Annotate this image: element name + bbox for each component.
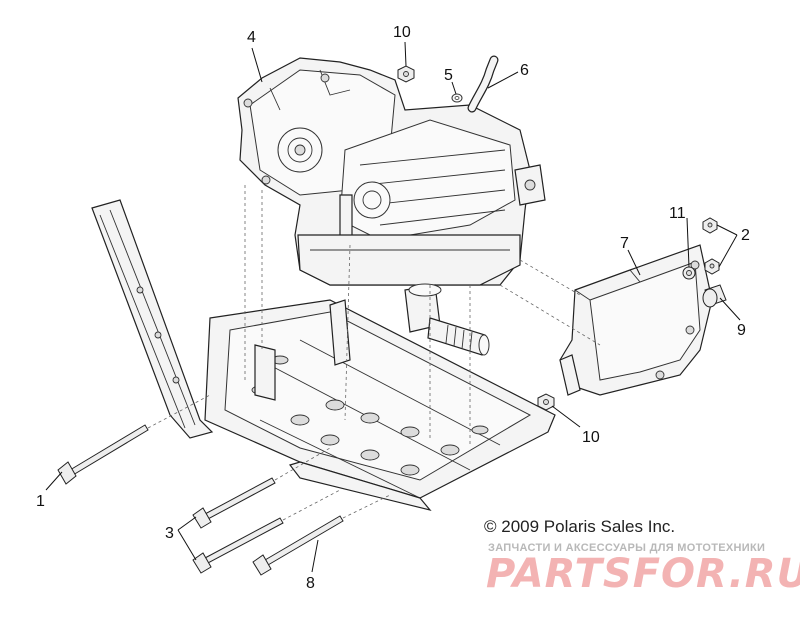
- mount-bracket: [559, 244, 713, 396]
- callout-10-bottom: 10: [582, 429, 600, 446]
- assembly-lines: [147, 185, 601, 521]
- nut-top: [397, 65, 415, 83]
- skid-plate-frame: [204, 299, 556, 512]
- callout-labels: 4 10 5 6 7 11 2 9 10 1 3 8: [36, 24, 750, 592]
- nut-2b: [704, 258, 720, 275]
- spacer-11: [682, 266, 696, 280]
- copyright-text: © 2009 Polaris Sales Inc.: [484, 517, 676, 536]
- leader-lines: [45, 41, 741, 573]
- bolt-3a: [192, 477, 276, 529]
- frame-rail: [91, 199, 214, 439]
- callout-3: 3: [165, 525, 174, 542]
- callout-10-top: 10: [393, 24, 411, 41]
- callout-5: 5: [444, 67, 453, 84]
- callout-1: 1: [36, 493, 45, 510]
- hose-clamp: [451, 93, 463, 103]
- nut-2a: [702, 217, 718, 234]
- callout-11: 11: [669, 205, 686, 222]
- vent-hose: [467, 55, 499, 113]
- bolt-8: [252, 515, 344, 576]
- output-shaft: [404, 283, 490, 356]
- callout-2: 2: [741, 227, 750, 244]
- callout-7: 7: [620, 235, 629, 252]
- watermark-logo: PARTSFOR.RU: [486, 551, 800, 597]
- watermark-tagline: ЗАПЧАСТИ И АКСЕССУАРЫ ДЛЯ МОТОТЕХНИКИ: [488, 542, 766, 554]
- callout-4: 4: [247, 29, 256, 46]
- callout-9: 9: [737, 322, 746, 339]
- callout-6: 6: [520, 62, 529, 79]
- bolt-1: [57, 424, 149, 485]
- transmission-assembly: [237, 57, 546, 286]
- bolt-3b: [192, 517, 284, 574]
- nut-bottom: [537, 393, 555, 411]
- bushing-9: [702, 284, 727, 308]
- callout-8: 8: [306, 575, 315, 592]
